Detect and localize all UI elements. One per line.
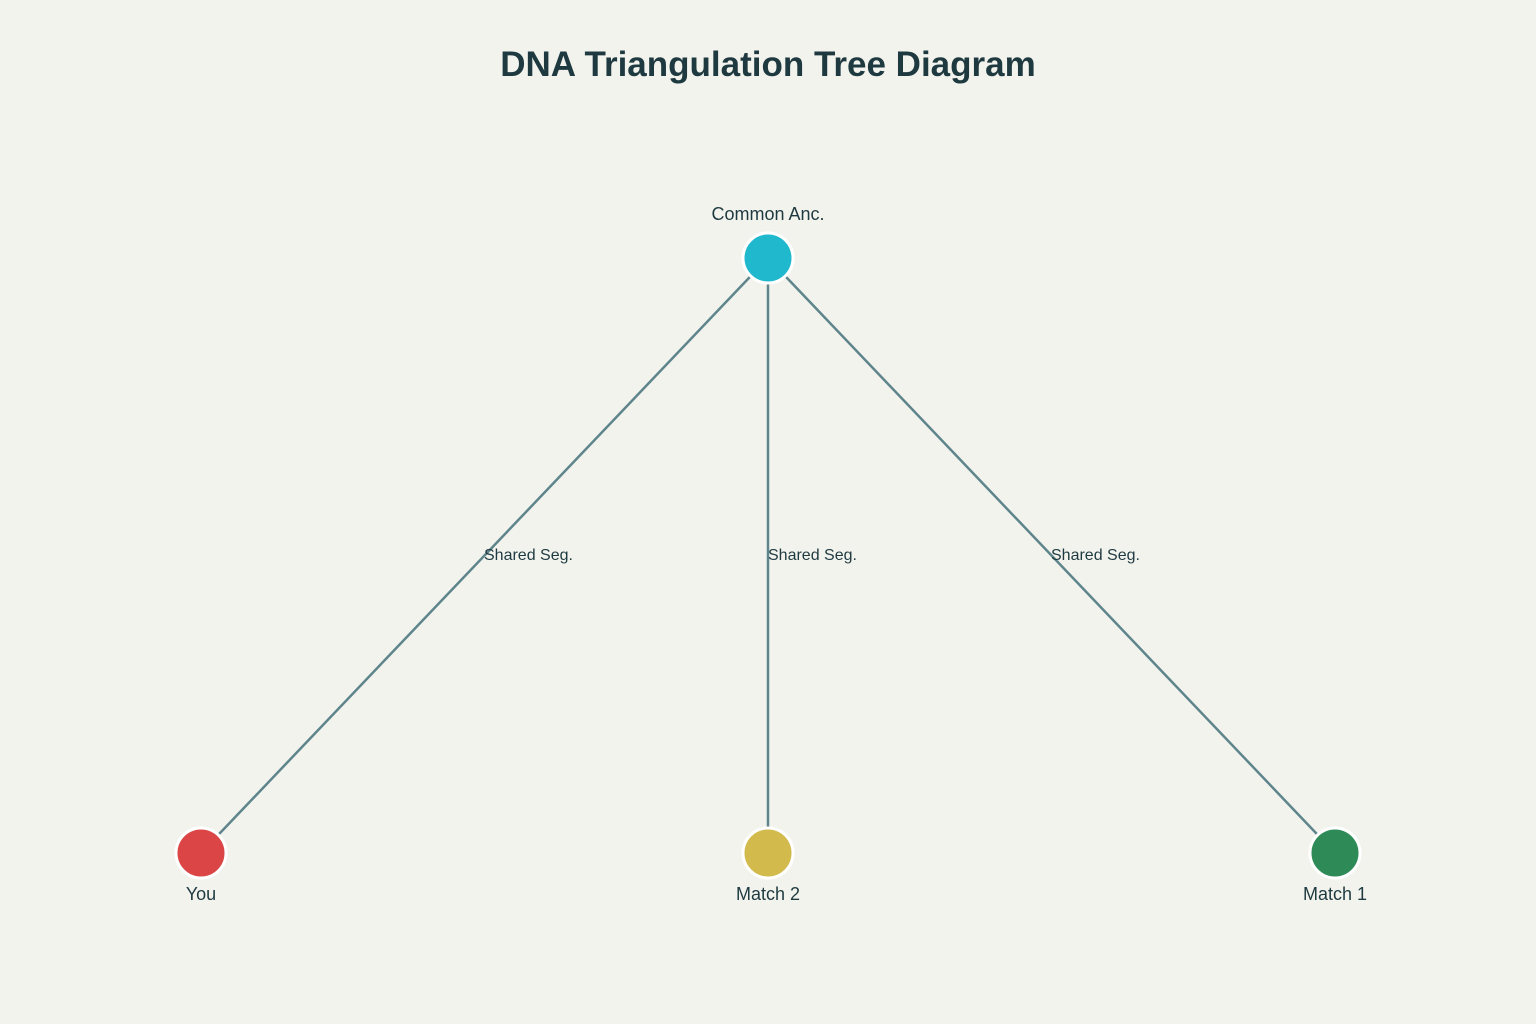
node-label-common: Common Anc.	[711, 204, 824, 224]
diagram-title: DNA Triangulation Tree Diagram	[500, 45, 1035, 84]
node-circle-match1	[1308, 826, 1362, 880]
node-match1: Match 1	[1303, 826, 1367, 904]
node-label-you: You	[186, 884, 216, 904]
node-common: Common Anc.	[711, 204, 825, 285]
edges-layer: Shared Seg. Shared Seg. Shared Seg.	[200, 257, 1336, 854]
node-circle-match2	[741, 826, 795, 880]
edge-common-match1	[767, 257, 1336, 854]
node-you: You	[174, 826, 228, 904]
edge-label-match2: Shared Seg.	[768, 547, 857, 564]
node-label-match2: Match 2	[736, 884, 800, 904]
node-match2: Match 2	[736, 826, 800, 904]
edge-label-you: Shared Seg.	[484, 547, 573, 564]
node-label-match1: Match 1	[1303, 884, 1367, 904]
node-circle-you	[174, 826, 228, 880]
edge-label-match1: Shared Seg.	[1051, 547, 1140, 564]
nodes-layer: Common Anc. You Match 2 Match 1	[174, 204, 1367, 904]
edge-common-you	[200, 257, 769, 854]
node-circle-common	[741, 231, 795, 285]
